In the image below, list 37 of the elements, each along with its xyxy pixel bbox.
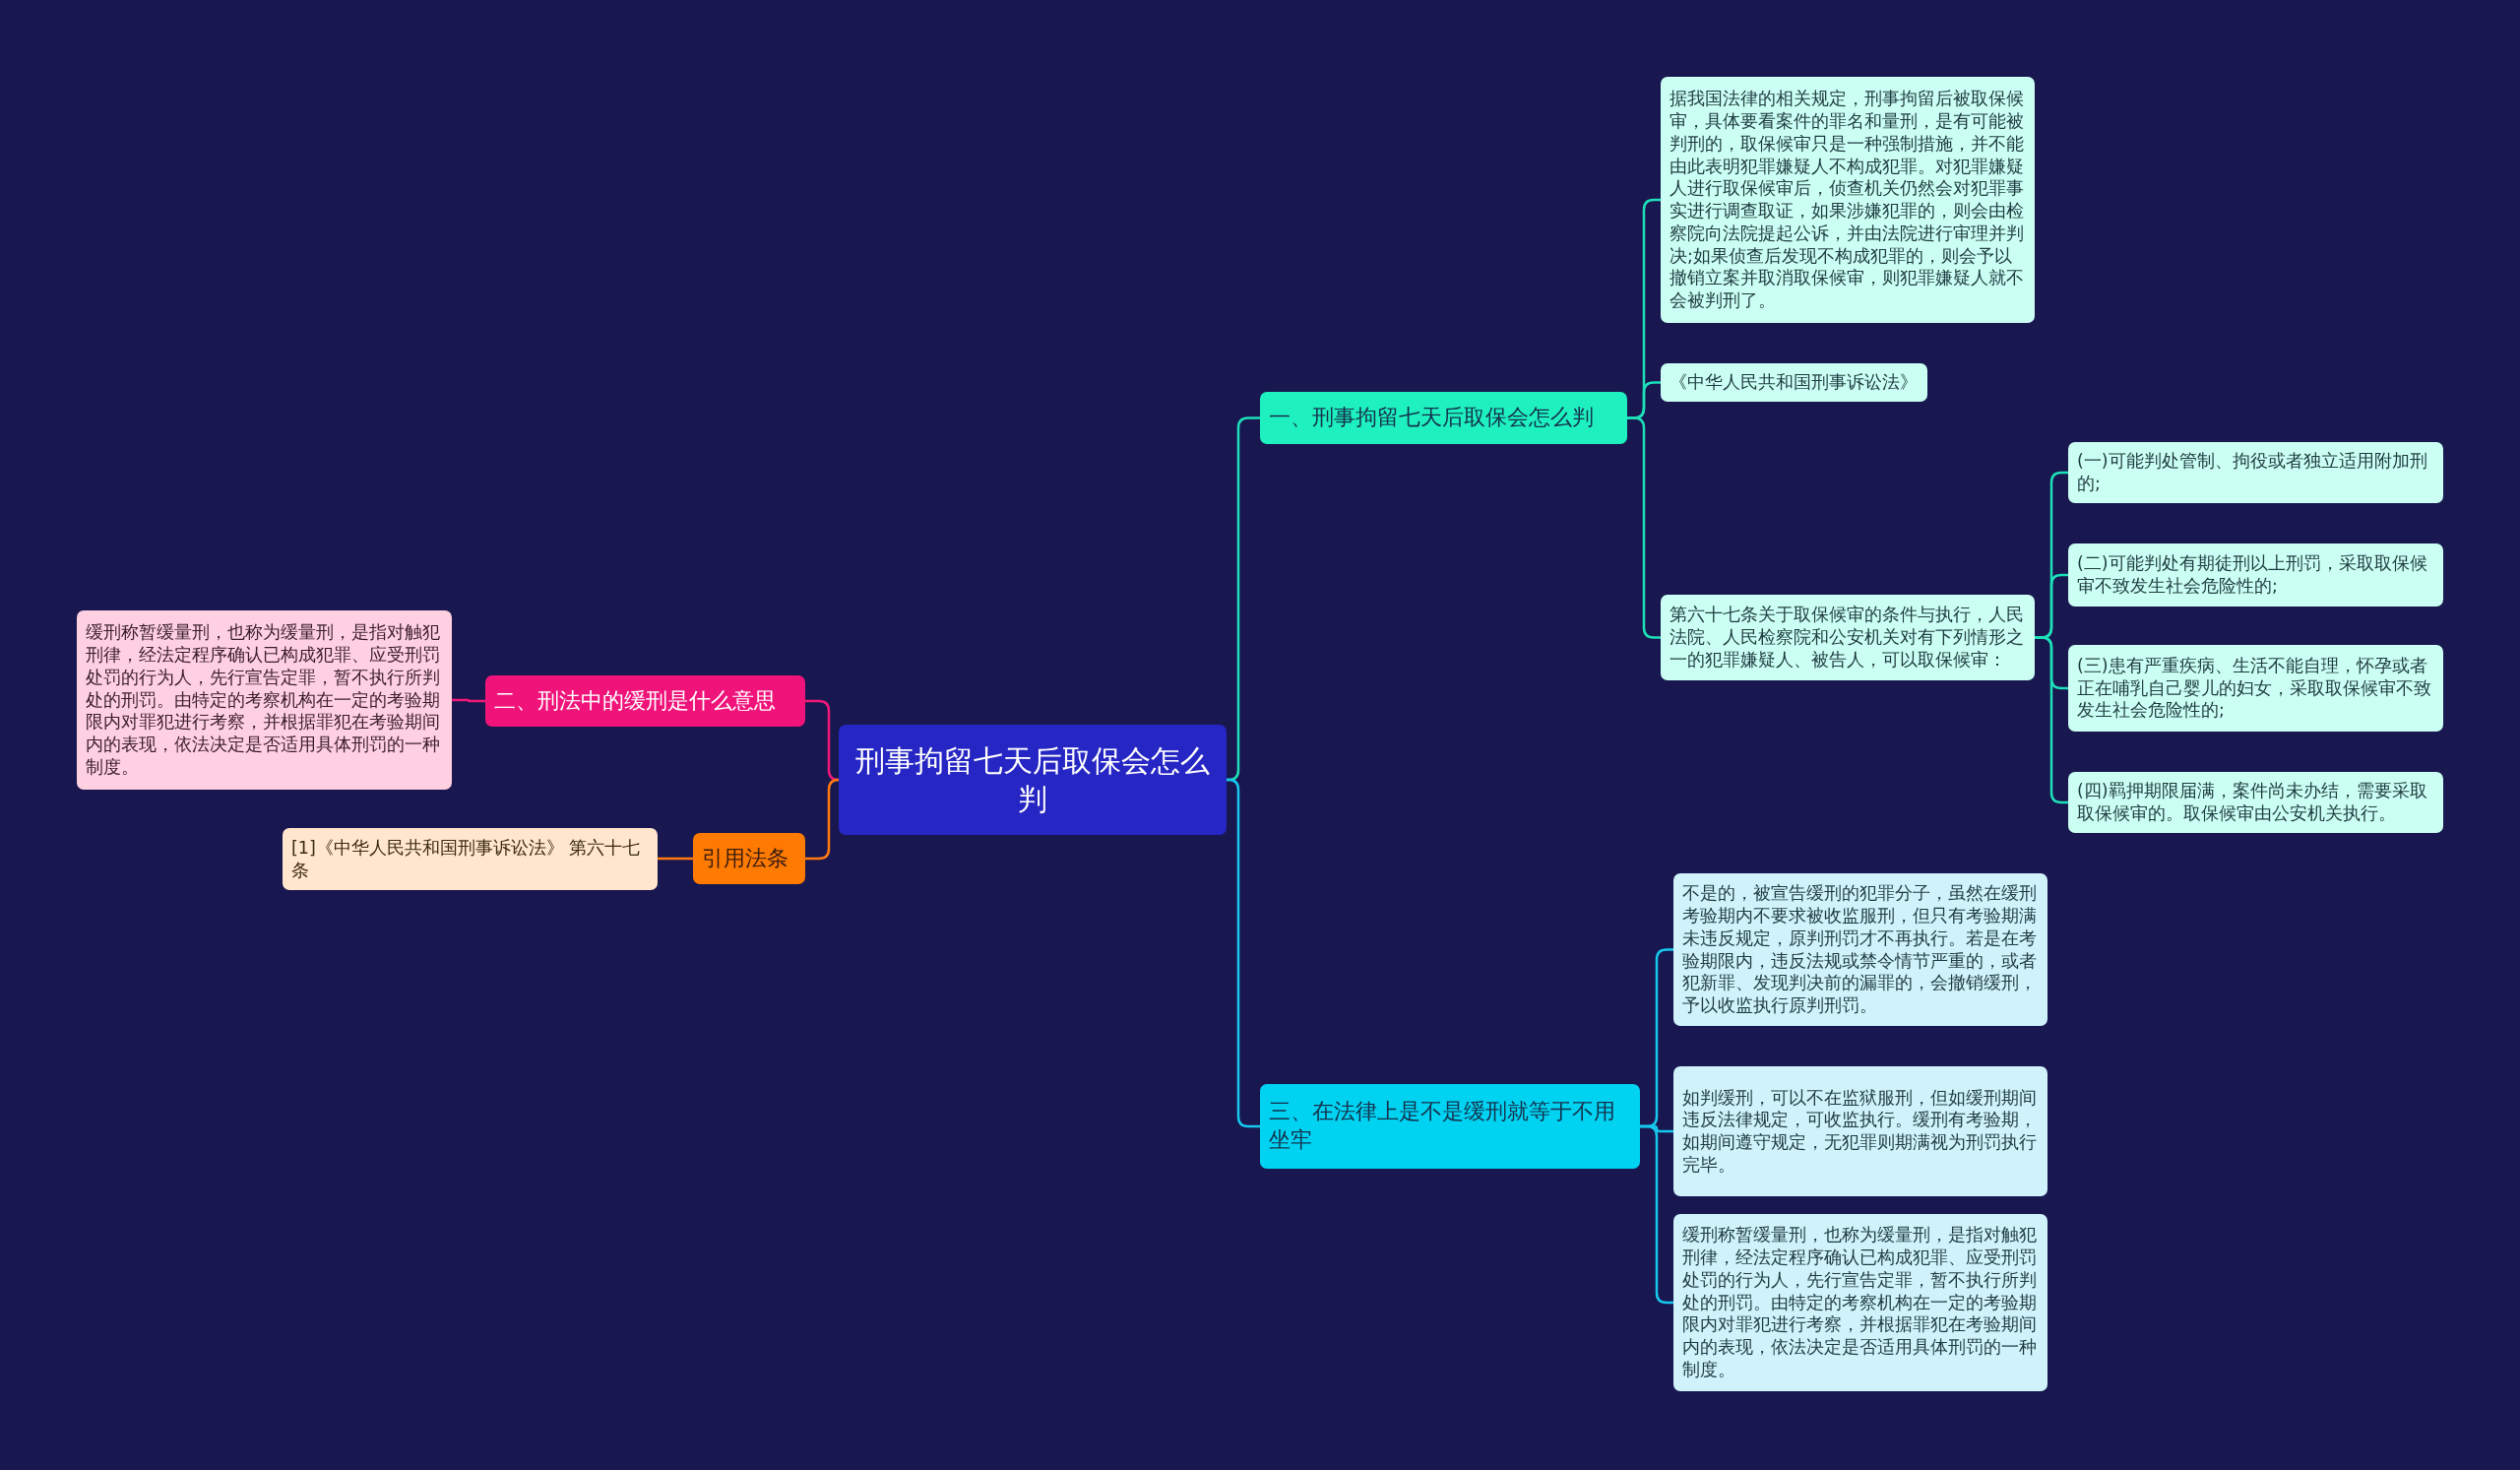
- topic-text: 如判缓刑，可以不在监狱服刑，但如缓刑期间违反法律规定，可收监执行。缓刑有考验期，如期间遵守规定，无犯罪则期满视为刑罚执行完毕。: [1682, 1086, 2038, 1177]
- detail-box: [1673, 1066, 2048, 1196]
- detail-box: [1661, 363, 1927, 402]
- detail-box: [2068, 772, 2443, 833]
- detail-box: [2068, 645, 2443, 732]
- detail-box: [2068, 442, 2443, 503]
- connector-line: [805, 778, 841, 861]
- connector-line: [1226, 778, 1260, 1128]
- topic-text: 一、刑事拘留七天后取保会怎么判: [1269, 404, 1595, 432]
- topic-text: 三、在法律上是不是缓刑就等于不用坐牢: [1269, 1098, 1616, 1154]
- topic-text: (二)可能判处有期徒刑以上刑罚，采取取保候审不致发生社会危险性的;: [2077, 552, 2428, 598]
- detail-box: [1661, 595, 2035, 680]
- topic-text: 引用法条: [702, 844, 789, 872]
- topic-text: 缓刑称暂缓量刑，也称为缓量刑，是指对触犯刑律，经法定程序确认已构成犯罪、应受刑罚处罚的行为人，先行宣告定罪，暂不执行所判处的刑罚。由特定的考察机构在一定的考验期限内对罪犯进行考察，并根据罪犯在考验期间内的表现，依法决定是否适用具体刑罚的一种制度。: [1682, 1224, 2038, 1381]
- topic-text: 二、刑法中的缓刑是什么意思: [494, 686, 777, 715]
- topic-text: 不是的，被宣告缓刑的犯罪分子，虽然在缓刑考验期内不要求被收监服刑，但只有考验期满未违反规定，原判刑罚才不再执行。若是在考验期限内，违反法规或禁令情节严重的，或者犯新罪、发现判决前的漏罪的，会撤销缓刑，予以收监执行原判刑罚。: [1682, 882, 2038, 1017]
- branch-topic-box: [1260, 1084, 1640, 1169]
- topic-text: (一)可能判处管制、拘役或者独立适用附加刑的;: [2077, 450, 2428, 495]
- detail-box: [1673, 873, 2048, 1026]
- topic-text: 据我国法律的相关规定，刑事拘留后被取保候审，具体要看案件的罪名和量刑，是有可能被判刑的，取保候审只是一种强制措施，并不能由此表明犯罪嫌疑人不构成犯罪。对犯罪嫌疑人进行取保候审后，侦查机关仍然会对犯罪事实进行调查取证，如果涉嫌犯罪的，则会由检察院向法院提起公诉，并由法院进行审理并判决;如果侦查后发现不构成犯罪的，则会予以撤销立案并取消取保候审，则犯罪嫌疑人就不会被判刑了。: [1670, 88, 2025, 312]
- topic-text: [1]《中华人民共和国刑事诉讼法》 第六十七条: [291, 836, 642, 882]
- topic-text: 《中华人民共和国刑事诉讼法》: [1670, 371, 1919, 394]
- connector-line: [658, 857, 693, 861]
- branch-topic-box: [485, 675, 805, 727]
- topic-text: (四)羁押期限届满，案件尚未办结，需要采取取保候审的。取保候审由公安机关执行。: [2077, 780, 2428, 825]
- topic-text: 第六十七条关于取保候审的条件与执行，人民法院、人民检察院和公安机关对有下列情形之一的犯罪嫌疑人、被告人，可以取保候审：: [1670, 604, 2025, 671]
- branch-topic-box: [1260, 392, 1627, 444]
- topic-text: 缓刑称暂缓量刑，也称为缓量刑，是指对触犯刑律，经法定程序确认已构成犯罪、应受刑罚处罚的行为人，先行宣告定罪，暂不执行所判处的刑罚。由特定的考察机构在一定的考验期限内对罪犯进行考察，并根据罪犯在考验期间内的表现，依法决定是否适用具体刑罚的一种制度。: [86, 621, 441, 779]
- connector-line: [452, 698, 485, 703]
- root-topic-box: [839, 725, 1227, 835]
- topic-text: (三)患有严重疾病、生活不能自理，怀孕或者正在哺乳自己婴儿的妇女，采取取保候审不致发生社会危险性的;: [2077, 654, 2432, 723]
- detail-box: [2068, 543, 2443, 607]
- topic-text: 刑事拘留七天后取保会怎么判: [854, 742, 1211, 818]
- detail-box: [1673, 1214, 2048, 1391]
- detail-box: [283, 828, 658, 890]
- detail-box: [77, 610, 452, 790]
- branch-topic-box: [693, 833, 805, 884]
